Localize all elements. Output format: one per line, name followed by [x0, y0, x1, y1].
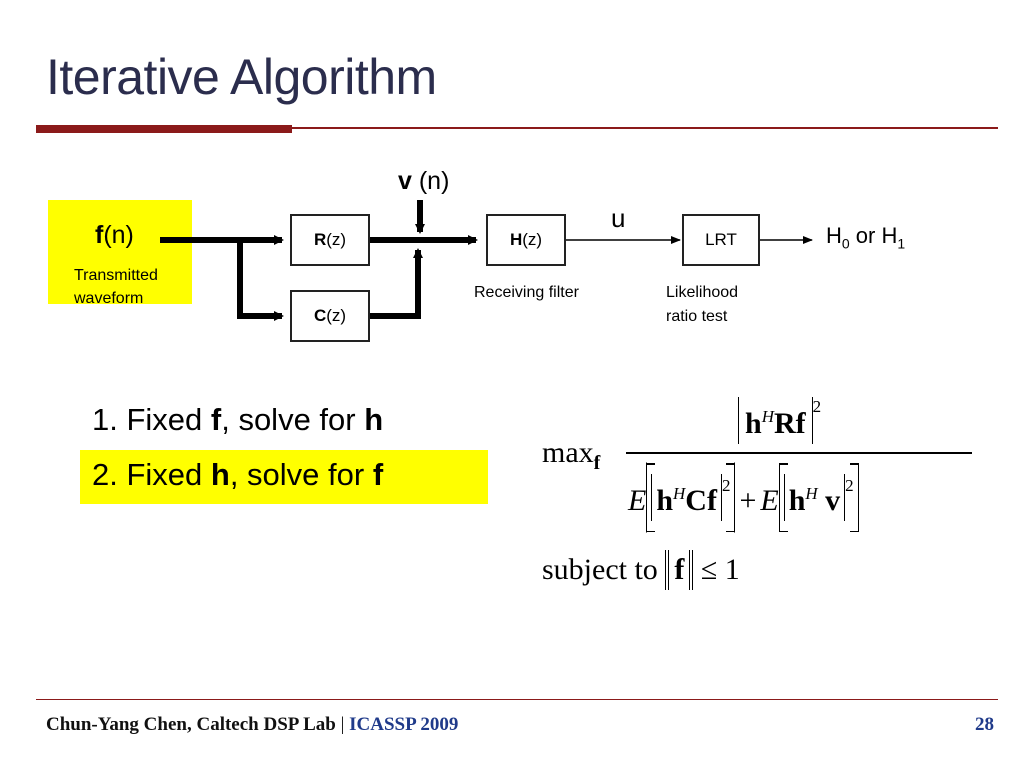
- line-c-to-sum: [370, 248, 423, 319]
- title-divider: [36, 127, 998, 129]
- formula-numerator: hHRf 2: [738, 392, 821, 449]
- input-signal-label: f(n): [95, 221, 134, 249]
- footer-credit: Chun-Yang Chen, Caltech DSP Lab | ICASSP…: [46, 714, 459, 735]
- line-branch-to-c: [237, 240, 284, 321]
- slide-title: Iterative Algorithm: [46, 49, 437, 105]
- footer-divider: [36, 699, 998, 700]
- formula-constraint: subject to f ≤ 1: [542, 548, 740, 592]
- step-1: 1. Fixed f, solve for h: [92, 402, 384, 437]
- fraction-bar: [626, 452, 972, 454]
- block-r: R(z): [290, 214, 370, 266]
- title-divider-accent: [36, 125, 292, 133]
- step-2: 2. Fixed h, solve for f: [92, 457, 384, 492]
- page-number: 28: [975, 714, 994, 735]
- signal-u-label: u: [611, 203, 626, 233]
- block-c: C(z): [290, 290, 370, 342]
- input-highlight: [48, 200, 192, 304]
- block-h: H(z): [486, 214, 566, 266]
- block-lrt: LRT: [682, 214, 760, 266]
- output-hypothesis-label: H0 or H1: [826, 223, 906, 252]
- receiving-filter-caption: Receiving filter: [474, 284, 579, 301]
- step-2-highlight: [80, 450, 488, 504]
- input-caption: Transmitted waveform: [74, 267, 158, 307]
- noise-signal-label: v (n): [398, 167, 450, 195]
- formula-max: maxf: [542, 436, 601, 474]
- lrt-caption: Likelihood ratio test: [666, 284, 739, 325]
